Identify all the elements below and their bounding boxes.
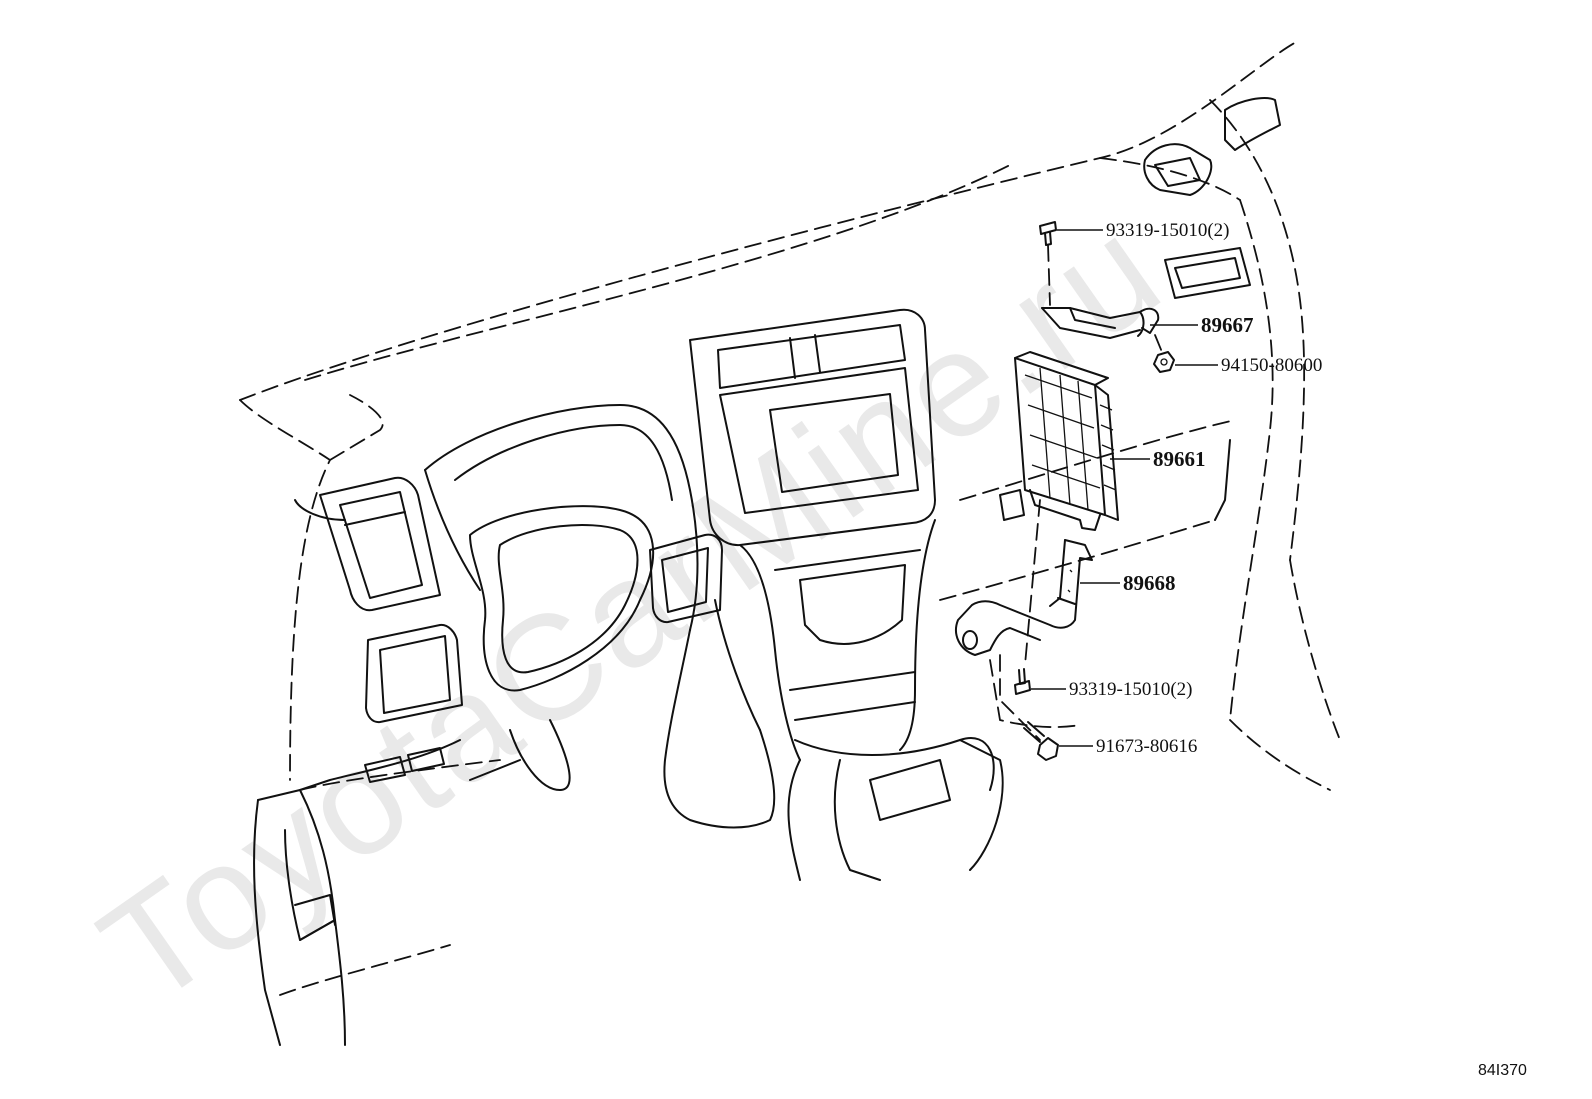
left-switches <box>364 747 445 783</box>
callout-bolt: 91673-80616 <box>1096 736 1197 757</box>
lower-center-pillar <box>663 599 776 829</box>
screw-bottom-icon <box>1014 668 1031 695</box>
nut-icon <box>1153 351 1175 373</box>
leader-lines <box>1031 229 1218 747</box>
right-vent-lower <box>1164 247 1251 299</box>
right-door-area <box>989 559 1341 741</box>
bolt-icon <box>1023 721 1059 761</box>
figure-code: 84I370 <box>1478 1062 1527 1079</box>
left-door-trim <box>253 789 451 1046</box>
instrument-cluster-hood <box>424 404 699 631</box>
watermark-text: ToyotaCarMine.ru <box>72 183 1191 1036</box>
callout-screw-top: 93319-15010(2) <box>1106 220 1229 241</box>
glovebox-latch <box>999 489 1025 521</box>
steering-wheel <box>469 505 655 791</box>
callout-labels: 93319-15010(2) 89667 94150-80600 89661 8… <box>1069 220 1322 757</box>
left-vent-lower <box>365 623 463 724</box>
callout-bracket-bottom: 89668 <box>1123 571 1176 595</box>
center-console <box>739 519 1004 881</box>
assembly-axis-lines <box>999 244 1163 741</box>
dashboard-outline <box>239 39 1331 791</box>
callout-ecu: 89661 <box>1153 447 1206 471</box>
upper-bracket <box>1041 307 1160 339</box>
center-display-unit <box>689 308 936 547</box>
right-vent-upper <box>1143 97 1281 196</box>
ecu-module <box>1014 351 1119 531</box>
left-vent-upper <box>319 476 441 612</box>
lower-bracket <box>955 539 1093 656</box>
center-left-vent <box>649 533 723 624</box>
callout-screw-bottom: 93319-15010(2) <box>1069 679 1192 700</box>
callout-nut: 94150-80600 <box>1221 355 1322 376</box>
callout-bracket-top: 89667 <box>1201 313 1254 337</box>
